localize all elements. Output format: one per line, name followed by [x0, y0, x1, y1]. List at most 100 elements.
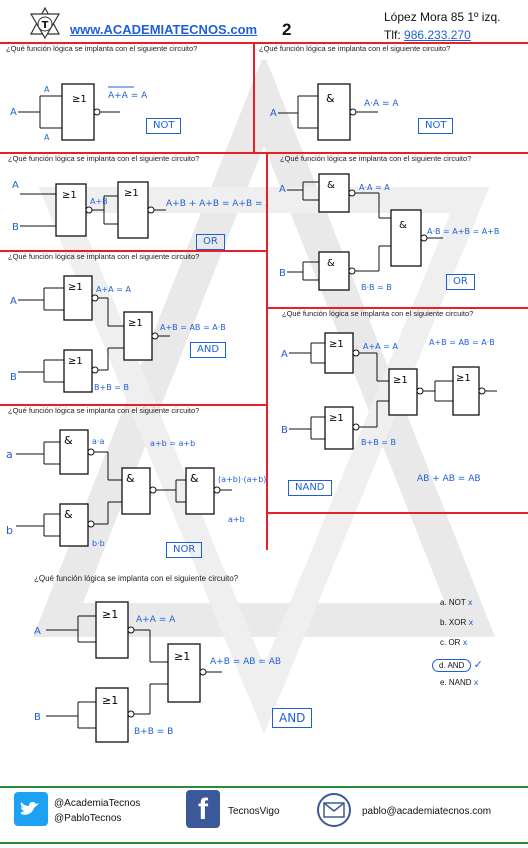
- q1-expression: A+A = A: [108, 91, 148, 101]
- q7-expression-1: a+b = a+b: [150, 439, 195, 448]
- q8-option-b[interactable]: b. XOR x: [440, 618, 474, 627]
- q4-input-a: A: [279, 184, 286, 195]
- question-5: ¿Qué función lógica se implanta con el s…: [8, 252, 200, 261]
- divider-top: [0, 42, 528, 44]
- circuit-4: A B & A·A = A & B·B = B & A·B = A+B = A+…: [279, 173, 499, 292]
- q6-answer: NAND: [288, 480, 332, 496]
- facebook-page[interactable]: TecnosVigo: [228, 806, 280, 817]
- q8-bottom: B+B = B: [134, 727, 173, 737]
- q7-top: a·a: [92, 437, 104, 446]
- question-8: ¿Qué función lógica se implanta con el s…: [34, 574, 239, 583]
- q6-expression-bottom: AB + AB = AB: [417, 474, 481, 484]
- email-address[interactable]: pablo@academiatecnos.com: [362, 806, 492, 817]
- facebook-icon[interactable]: f: [186, 790, 220, 828]
- q5-bottom: B+B = B: [94, 383, 129, 392]
- q8-option-a[interactable]: a. NOT x: [440, 598, 473, 607]
- q6-gate1-label: ≥1: [329, 339, 344, 350]
- q2-gate-label: &: [326, 92, 335, 105]
- email-icon[interactable]: [316, 792, 352, 828]
- q5-expression: A+B = AB = A·B: [160, 323, 226, 332]
- divider-row-4-right: [266, 512, 528, 514]
- q7-expression-2: (a+b)·(a+b): [218, 475, 266, 484]
- q8-top: A+A = A: [136, 615, 176, 625]
- q8-expression: A+B = AB = AB: [210, 657, 281, 667]
- q4-top: A·A = A: [359, 183, 390, 192]
- circuit-1: A A A ≥1 A+A = A: [10, 83, 148, 142]
- page-number: 2: [282, 20, 292, 39]
- q7-input-a: a: [6, 448, 13, 461]
- q6-expression-top: A+B = AB = A·B: [429, 338, 495, 347]
- twitter-icon[interactable]: [14, 792, 48, 826]
- phone-label: Tlf:: [384, 28, 401, 42]
- q2-expression: A·A = A: [364, 99, 399, 109]
- q7-gate3-label: &: [126, 472, 135, 485]
- q3-mid: A+B: [90, 197, 108, 206]
- q8-input-a: A: [34, 626, 41, 637]
- q8-gate1-label: ≥1: [102, 608, 118, 621]
- q8-gate3-label: ≥1: [174, 650, 190, 663]
- q8-option-e[interactable]: e. NAND x: [440, 678, 479, 687]
- q4-answer: OR: [446, 274, 475, 290]
- q3-answer: OR: [196, 234, 225, 250]
- footer-line-bottom: [0, 842, 528, 844]
- question-3: ¿Qué función lógica se implanta con el s…: [8, 154, 200, 163]
- divider-vertical-2: [266, 152, 268, 250]
- twitter-handle-2[interactable]: @PabloTecnos: [54, 813, 122, 824]
- circuit-3: A B ≥1 A+B ≥1 A+B + A+B = A+B = A+B: [12, 180, 266, 239]
- q7-gate4-label: &: [190, 472, 199, 485]
- divider-row-3-left: [0, 250, 266, 252]
- divider-vertical-1: [253, 42, 255, 152]
- logo-letter: T: [42, 20, 49, 31]
- q8-gate2-label: ≥1: [102, 694, 118, 707]
- q5-gate2-label: ≥1: [68, 356, 83, 367]
- phone-link[interactable]: 986.233.270: [404, 28, 471, 42]
- q1-input-a: A: [10, 107, 17, 118]
- q7-bottom: b·b: [92, 539, 105, 548]
- q5-top: A+A = A: [96, 285, 131, 294]
- svg-text:A: A: [44, 133, 50, 142]
- q4-gate1-label: &: [327, 180, 335, 191]
- circuit-6: A B ≥1 A+A = A ≥1 B+B = B ≥1 ≥1 A+B = AB…: [281, 332, 497, 484]
- q5-input-b: B: [10, 372, 17, 383]
- address: López Mora 85 1º izq.: [384, 10, 501, 24]
- q8-option-d[interactable]: d. AND ✓: [432, 658, 483, 678]
- q7-input-b: b: [6, 524, 13, 537]
- q3-input-b: B: [12, 222, 19, 233]
- q3-expression: A+B + A+B = A+B = A+B: [166, 199, 266, 209]
- svg-text:A: A: [44, 85, 50, 94]
- question-2: ¿Qué función lógica se implanta con el s…: [259, 44, 451, 53]
- q5-answer: AND: [190, 342, 227, 358]
- q4-gate3-label: &: [399, 220, 407, 231]
- q3-gate1-label: ≥1: [62, 190, 77, 201]
- q4-input-b: B: [279, 268, 286, 279]
- q4-gate2-label: &: [327, 258, 335, 269]
- divider-row-4-left: [0, 404, 266, 406]
- q4-bottom: B·B = B: [361, 283, 392, 292]
- twitter-handles: @AcademiaTecnos @PabloTecnos: [54, 796, 140, 826]
- circuit-7: a b & a·a & b·b & & a+b = a+b (a+b)·(a+b…: [6, 429, 266, 548]
- twitter-handle-1[interactable]: @AcademiaTecnos: [54, 798, 141, 809]
- q6-bottom: B+B = B: [361, 438, 396, 447]
- q6-gate3-label: ≥1: [393, 375, 408, 386]
- academia-logo: T: [29, 6, 61, 40]
- q7-expression-3: a+b: [228, 515, 245, 524]
- circuit-2: A & A·A = A: [270, 83, 399, 141]
- q1-gate-label: ≥1: [72, 94, 87, 105]
- circuit-8: A B ≥1 A+A = A ≥1 B+B = B ≥1 A+B = AB = …: [34, 601, 281, 743]
- q6-top: A+A = A: [363, 342, 398, 351]
- q3-input-a: A: [12, 180, 19, 191]
- website-link[interactable]: www.ACADEMIATECNOS.com: [70, 22, 258, 37]
- q6-gate2-label: ≥1: [329, 413, 344, 424]
- q6-input-a: A: [281, 349, 288, 360]
- q8-answer: AND: [272, 708, 313, 728]
- q4-expression: A·B = A+B = A+B: [427, 227, 499, 236]
- question-6: ¿Qué función lógica se implanta con el s…: [282, 309, 474, 318]
- divider-vertical-3: [266, 250, 268, 550]
- phone-line: Tlf: 986.233.270: [384, 28, 471, 42]
- q3-gate2-label: ≥1: [124, 188, 139, 199]
- q7-gate1-label: &: [64, 434, 73, 447]
- divider-row-2: [0, 152, 528, 154]
- question-7: ¿Qué función lógica se implanta con el s…: [8, 406, 200, 415]
- question-4: ¿Qué función lógica se implanta con el s…: [280, 154, 472, 163]
- q8-option-c[interactable]: c. OR x: [440, 638, 468, 647]
